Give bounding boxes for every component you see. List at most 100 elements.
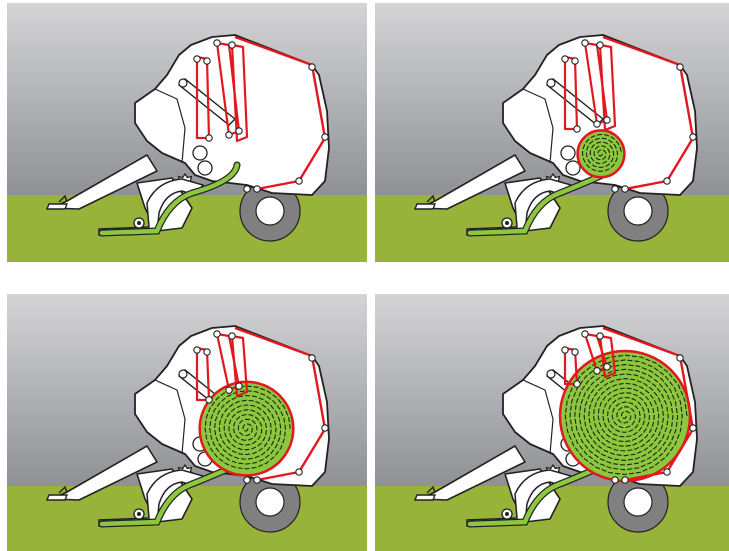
pickup-unit	[98, 469, 205, 527]
feed-roller-2	[197, 160, 213, 176]
baler-body	[134, 34, 330, 196]
belt-roller-6	[621, 185, 629, 193]
bale-swirl	[564, 354, 688, 476]
baler-machine	[45, 34, 330, 242]
pickup-gauge-hub	[137, 512, 141, 516]
belt-roller-9	[203, 348, 211, 356]
belt-roller-4	[321, 133, 329, 141]
belt-roller-8	[193, 346, 201, 354]
pickup-unit	[98, 178, 205, 236]
belt-roller-12	[603, 363, 611, 371]
belt-roller-2	[228, 332, 236, 340]
belt-roller-10	[205, 396, 213, 404]
belt-roller-3	[676, 63, 684, 71]
belt-roller-6	[253, 185, 261, 193]
belt-roller-5	[295, 468, 303, 476]
tension-belt-3	[598, 334, 617, 379]
feed-roller-1	[192, 145, 208, 161]
belt-roller-3	[308, 63, 316, 71]
belt-roller-1	[581, 330, 589, 338]
swing-arm-pivot	[546, 78, 556, 88]
belt-roller-4	[321, 424, 329, 432]
belt-roller-8	[561, 346, 569, 354]
belt-roller-2	[596, 41, 604, 49]
pickup-unit	[466, 469, 573, 527]
belt-roller-10	[573, 125, 581, 133]
drawbar	[51, 445, 158, 501]
hitch-eye	[413, 203, 437, 210]
hitch-jack	[58, 194, 68, 203]
hitch-jack	[58, 485, 68, 494]
belt-roller-10	[573, 380, 581, 388]
belt-roller-1	[213, 39, 221, 47]
hitch-jack	[426, 485, 436, 494]
bale-swirl	[581, 133, 622, 172]
panel-stage-1	[7, 3, 367, 262]
belt-roller-2	[228, 41, 236, 49]
swing-arm-pivot	[178, 78, 188, 88]
feed-roller-2	[565, 160, 581, 176]
pickup-gauge-hub	[505, 221, 509, 225]
panel-1-svg	[7, 3, 367, 262]
wheel-hub	[255, 487, 285, 517]
belt-roller-7	[243, 185, 251, 193]
belt-roller-6	[253, 476, 261, 484]
pickup-unit	[466, 178, 573, 236]
belt-roller-9	[571, 348, 579, 356]
belt-roller-9	[203, 57, 211, 65]
pickup-gauge-hub	[137, 221, 141, 225]
belt-roller-5	[295, 177, 303, 185]
belt-roller-7	[243, 476, 251, 484]
baler-machine	[45, 325, 330, 533]
belt-roller-11	[225, 386, 233, 394]
belt-roller-11	[593, 120, 601, 128]
front-panel-seam	[522, 88, 554, 164]
baler-body	[502, 34, 698, 196]
belt-roller-6	[621, 476, 629, 484]
swing-arm-pivot	[178, 369, 188, 379]
wheel-hub	[623, 487, 653, 517]
belt-roller-2	[596, 332, 604, 340]
drawbar	[419, 154, 526, 210]
belt-roller-5	[663, 177, 671, 185]
panel-stage-4	[375, 294, 729, 551]
front-panel-seam	[522, 379, 554, 455]
bale-swirl	[204, 385, 291, 470]
belt-roller-12	[603, 116, 611, 124]
wheel-hub	[255, 196, 285, 226]
belt-roller-12	[235, 382, 243, 390]
hitch-eye	[45, 494, 69, 501]
wheel-hub	[623, 196, 653, 226]
front-panel-seam	[154, 379, 186, 455]
tension-belt-3	[230, 43, 249, 143]
belt-roller-11	[225, 131, 233, 139]
panel-stage-2	[375, 3, 729, 262]
belt-roller-8	[561, 55, 569, 63]
panel-2-svg	[375, 3, 729, 262]
belt-roller-4	[689, 424, 697, 432]
baler-machine	[413, 325, 698, 533]
baler-machine	[413, 34, 698, 242]
belt-roller-8	[193, 55, 201, 63]
pickup-gauge-hub	[505, 512, 509, 516]
tension-belt-3	[230, 334, 249, 398]
swing-arm-pivot	[546, 369, 556, 379]
tension-belt-3	[598, 43, 617, 132]
belt-roller-1	[213, 330, 221, 338]
front-panel-seam	[154, 88, 186, 164]
belt-roller-3	[676, 354, 684, 362]
crop-flow	[467, 170, 610, 236]
belt-roller-7	[611, 476, 619, 484]
belt-roller-4	[689, 133, 697, 141]
belt-roller-11	[593, 367, 601, 375]
belt-roller-9	[571, 57, 579, 65]
hitch-jack	[426, 194, 436, 203]
drawbar	[419, 445, 526, 501]
belt-roller-10	[205, 134, 213, 142]
crop-flow	[99, 162, 240, 236]
belt-roller-5	[663, 468, 671, 476]
belt-roller-7	[611, 185, 619, 193]
belt-roller-3	[308, 354, 316, 362]
belt-roller-1	[581, 39, 589, 47]
panel-4-svg	[375, 294, 729, 551]
